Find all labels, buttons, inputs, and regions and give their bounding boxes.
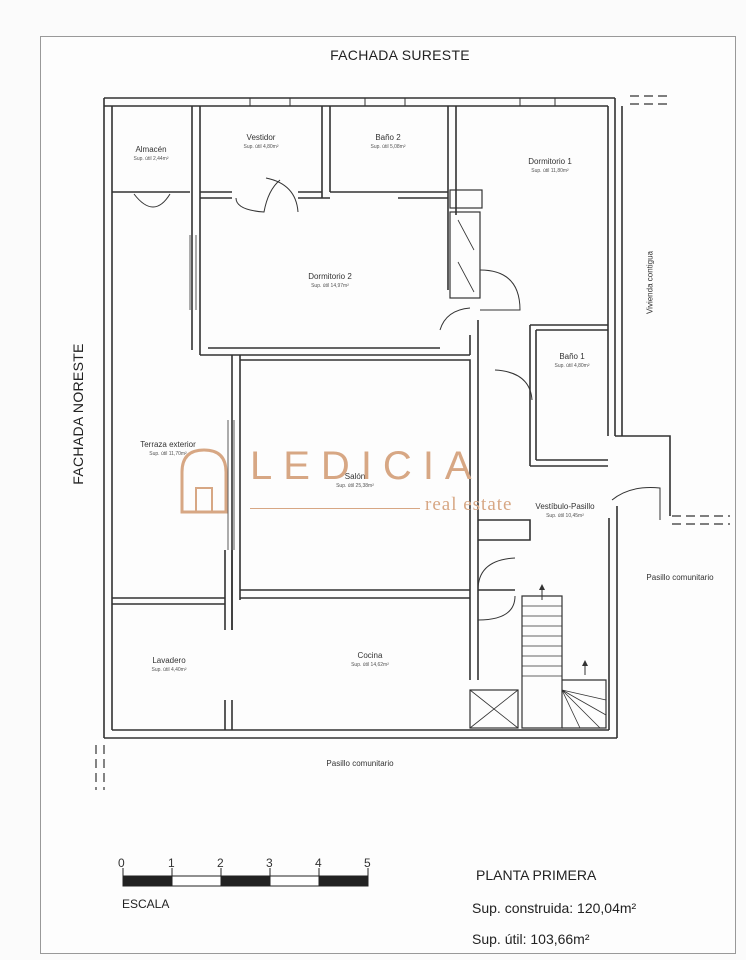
exterior-wall-right-lower <box>608 506 618 738</box>
heading-fachada-sureste: FACHADA SURESTE <box>330 47 470 63</box>
scale-tick-0: 0 <box>118 856 125 870</box>
scale-tick-1: 1 <box>168 856 175 870</box>
scale-label: ESCALA <box>122 897 170 911</box>
exterior-wall <box>104 97 615 107</box>
room-area: Sup. útil 4,80m² <box>243 144 279 150</box>
room-area: Sup. útil 4,80m² <box>554 363 590 369</box>
room-area: Sup. útil 14,97m² <box>311 283 349 289</box>
usable-area: Sup. útil: 103,66m² <box>472 931 590 947</box>
scale-tick-2: 2 <box>217 856 224 870</box>
room-name: Vestíbulo-Pasillo <box>535 502 595 511</box>
room-area: Sup. útil 25,38m² <box>336 483 374 489</box>
room-vestidor: Vestidor Sup. útil 4,80m² <box>205 133 317 150</box>
room-area: Sup. útil 4,40m² <box>151 667 187 673</box>
room-terraza-exterior: Terraza exterior Sup. útil 11,70m² <box>112 440 224 457</box>
room-area: Sup. útil 11,80m² <box>531 168 569 174</box>
room-area: Sup. útil 2,44m² <box>133 156 169 162</box>
scale-tick-5: 5 <box>364 856 371 870</box>
floor-title: PLANTA PRIMERA <box>476 867 597 883</box>
room-area: Sup. útil 11,70m² <box>149 451 187 457</box>
room-name: Terraza exterior <box>140 440 196 449</box>
room-dormitorio-2: Dormitorio 2 Sup. útil 14,97m² <box>270 272 390 289</box>
room-name: Baño 2 <box>375 133 401 142</box>
exterior-wall-bottom <box>104 729 617 739</box>
built-area: Sup. construida: 120,04m² <box>472 900 637 916</box>
watermark-logo: LEDICIA real estate <box>170 440 530 530</box>
room-name: Dormitorio 2 <box>308 272 352 281</box>
room-cocina: Cocina Sup. útil 14,62m² <box>310 651 430 668</box>
room-name: Salón <box>344 472 366 481</box>
room-name: Almacén <box>135 145 167 154</box>
scale-tick-3: 3 <box>266 856 273 870</box>
label-pasillo-comunitario-right: Pasillo comunitario <box>646 573 714 582</box>
label-pasillo-comunitario-bottom: Pasillo comunitario <box>326 759 394 768</box>
room-name: Dormitorio 1 <box>528 157 572 166</box>
room-name: Vestidor <box>246 133 276 142</box>
room-name: Lavadero <box>152 656 186 665</box>
house-icon <box>180 448 228 514</box>
room-bano-2: Baño 2 Sup. útil 5,08m² <box>332 133 444 150</box>
room-almacen: Almacén Sup. útil 2,44m² <box>112 145 190 162</box>
room-name: Cocina <box>357 651 383 660</box>
watermark-brand: LEDICIA <box>250 444 483 488</box>
room-area: Sup. útil 10,45m² <box>546 513 584 519</box>
exterior-wall-right <box>607 98 616 436</box>
room-lavadero: Lavadero Sup. útil 4,40m² <box>114 656 224 673</box>
room-name: Baño 1 <box>559 352 585 361</box>
watermark-divider <box>250 508 420 509</box>
label-vivienda-contigua: Vivienda contigua <box>645 251 655 315</box>
room-bano-1: Baño 1 Sup. útil 4,80m² <box>538 352 606 369</box>
room-vestibulo-pasillo: Vestíbulo-Pasillo Sup. útil 10,45m² <box>515 502 615 519</box>
watermark-tagline: real estate <box>425 494 513 515</box>
wall-almacen <box>112 106 201 355</box>
heading-fachada-noreste: FACHADA NORESTE <box>70 343 86 485</box>
room-dormitorio-1: Dormitorio 1 Sup. útil 11,80m² <box>490 157 610 174</box>
scale-bar <box>122 868 369 887</box>
room-salon: Salón Sup. útil 25,38m² <box>300 472 410 489</box>
scale-tick-4: 4 <box>315 856 322 870</box>
room-area: Sup. útil 5,08m² <box>370 144 406 150</box>
room-area: Sup. útil 14,62m² <box>351 662 389 668</box>
exterior-wall-left <box>103 98 113 738</box>
